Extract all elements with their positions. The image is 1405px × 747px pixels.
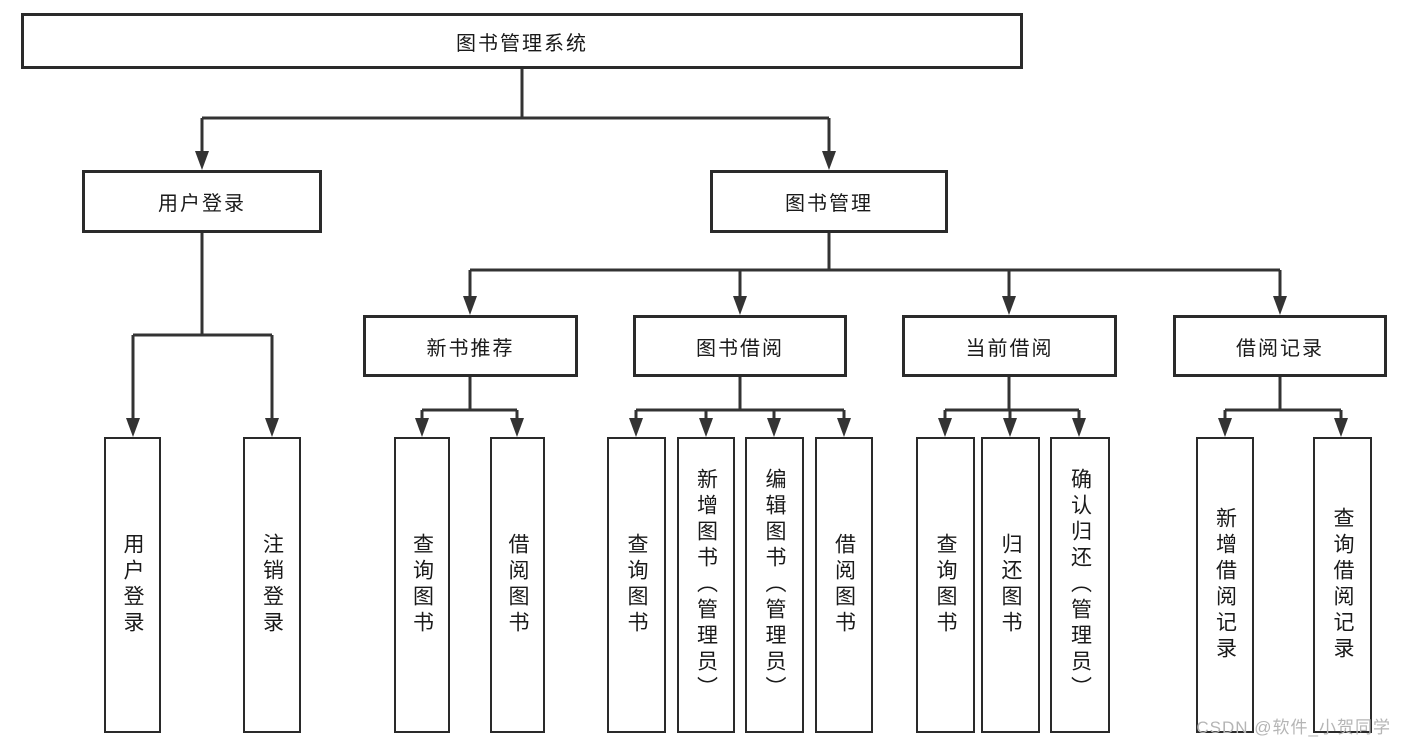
- leaf-user-login: 用户登录: [104, 437, 161, 733]
- leaf-label: 新增借阅记录: [1213, 507, 1237, 663]
- leaf-query-books-2: 查询图书: [607, 437, 666, 733]
- leaf-borrow-books-2: 借阅图书: [815, 437, 873, 733]
- leaf-query-books-1: 查询图书: [394, 437, 450, 733]
- leaf-label: 查询图书: [410, 533, 434, 637]
- leaf-label: 新增图书（管理员）: [694, 468, 718, 702]
- leaf-label: 确认归还（管理员）: [1068, 468, 1092, 702]
- leaf-query-borrow-record: 查询借阅记录: [1313, 437, 1372, 733]
- leaf-return-book: 归还图书: [981, 437, 1040, 733]
- leaf-label: 注销登录: [260, 533, 284, 637]
- leaf-borrow-books-1: 借阅图书: [490, 437, 545, 733]
- leaf-confirm-return-admin: 确认归还（管理员）: [1050, 437, 1110, 733]
- node-current-borrow: 当前借阅: [902, 315, 1117, 377]
- leaf-logout: 注销登录: [243, 437, 301, 733]
- leaf-label: 借阅图书: [832, 533, 856, 637]
- leaf-add-book-admin: 新增图书（管理员）: [677, 437, 735, 733]
- leaf-label: 借阅图书: [506, 533, 529, 637]
- csdn-watermark: CSDN @软件_小贺同学: [1196, 718, 1391, 737]
- node-book-management-group: 图书管理: [710, 170, 948, 233]
- node-user-login-group: 用户登录: [82, 170, 322, 233]
- leaf-label: 查询图书: [625, 533, 648, 637]
- leaf-query-books-3: 查询图书: [916, 437, 975, 733]
- node-book-borrow: 图书借阅: [633, 315, 847, 377]
- leaf-label: 查询图书: [934, 533, 957, 637]
- node-new-book-recommend: 新书推荐: [363, 315, 578, 377]
- leaf-label: 编辑图书（管理员）: [763, 468, 786, 702]
- leaf-label: 查询借阅记录: [1331, 507, 1354, 663]
- node-system-root: 图书管理系统: [21, 13, 1023, 69]
- leaf-edit-book-admin: 编辑图书（管理员）: [745, 437, 804, 733]
- node-borrow-record: 借阅记录: [1173, 315, 1387, 377]
- leaf-label: 用户登录: [121, 533, 144, 637]
- leaf-label: 归还图书: [999, 533, 1022, 637]
- leaf-add-borrow-record: 新增借阅记录: [1196, 437, 1254, 733]
